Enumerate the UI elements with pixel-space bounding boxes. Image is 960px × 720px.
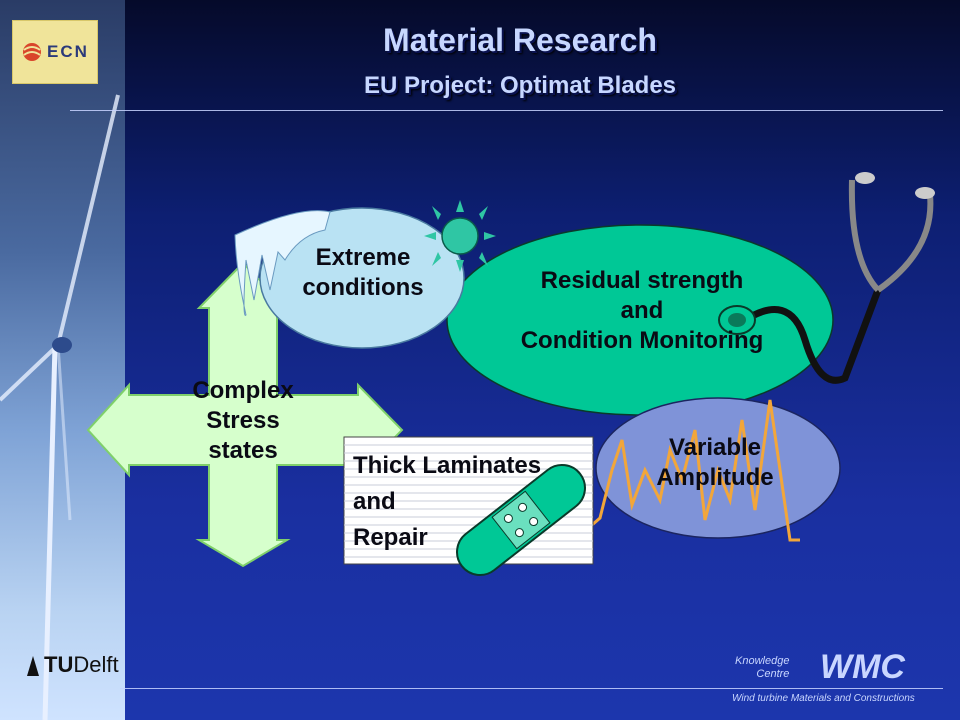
turbine-side-panel [0, 0, 125, 720]
residual-strength-label: Residual strength and Condition Monitori… [520, 267, 764, 354]
turbine-icon [0, 94, 120, 720]
sun-icon [424, 200, 496, 272]
thick-laminates-label: Thick Laminates and Repair [353, 452, 542, 551]
tudelft-tu: TU [44, 652, 74, 677]
slide-subtitle: EU Project: Optimat Blades [363, 72, 677, 99]
ecn-logo: ECN [12, 20, 98, 84]
bandage-icon [456, 463, 586, 577]
slide-title: Material Research [383, 22, 657, 58]
footer-divider [120, 688, 943, 689]
tudelft-flame-icon [27, 656, 39, 676]
complex-stress-label: Complex Stress states [192, 377, 294, 464]
icicle-icon [234, 210, 331, 316]
tudelft-text: Delft [73, 652, 119, 677]
wmc-logo: WMC [820, 648, 905, 686]
stethoscope-icon [718, 172, 935, 384]
extreme-conditions-label: Extreme conditions [302, 244, 424, 301]
wmc-subtitle: Wind turbine Materials and Constructions [732, 693, 915, 704]
header-divider [70, 110, 943, 111]
knowledge-centre-text: Knowledge Centre [735, 655, 790, 681]
stress-cross-arrow [86, 261, 404, 568]
extreme-conditions-ellipse [259, 207, 465, 349]
ecn-logo-text: ECN [47, 42, 89, 61]
amplitude-wave [591, 399, 800, 542]
ecn-flame-icon [23, 43, 42, 61]
variable-amplitude-label: Variable Amplitude [656, 434, 774, 491]
